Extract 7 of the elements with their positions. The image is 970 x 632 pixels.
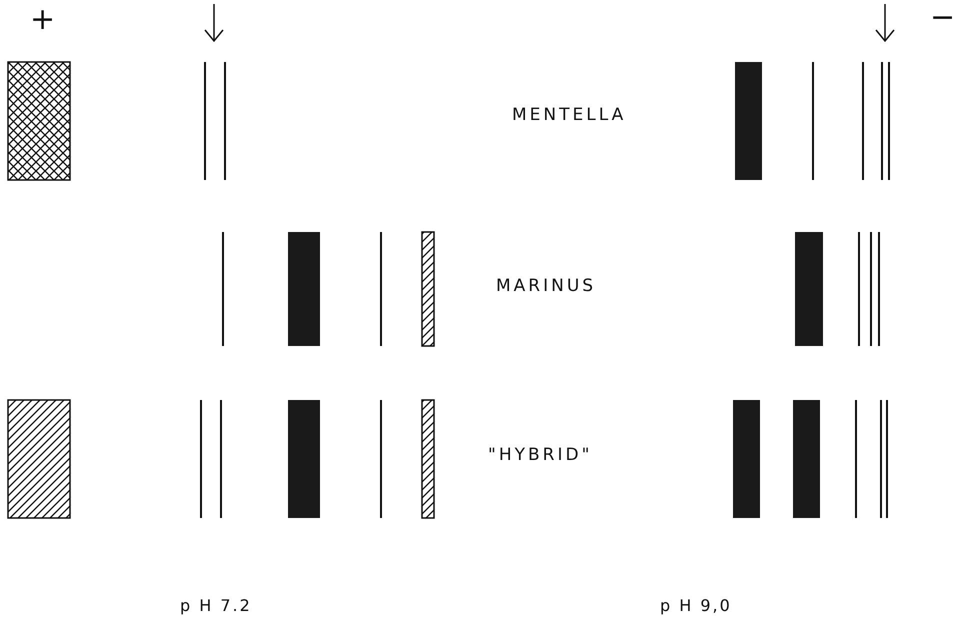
- species-label: "HYBRID": [488, 445, 592, 465]
- species-label: MARINUS: [496, 276, 596, 296]
- species-label: MENTELLA: [512, 105, 626, 125]
- ph-label: p H 9,0: [660, 596, 732, 615]
- minus-sign: −: [930, 0, 956, 35]
- plus-sign: +: [30, 2, 56, 37]
- ph-label: p H 7.2: [180, 596, 252, 615]
